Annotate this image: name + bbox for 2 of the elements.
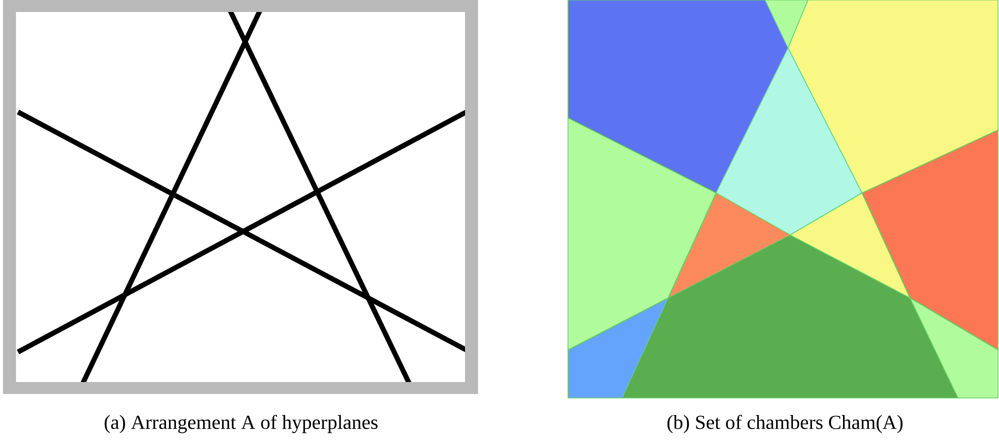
caption: (a) Arrangement A of hyperplanes [104,414,378,434]
caption: (b) Set of chambers Cham(A) [667,414,903,434]
